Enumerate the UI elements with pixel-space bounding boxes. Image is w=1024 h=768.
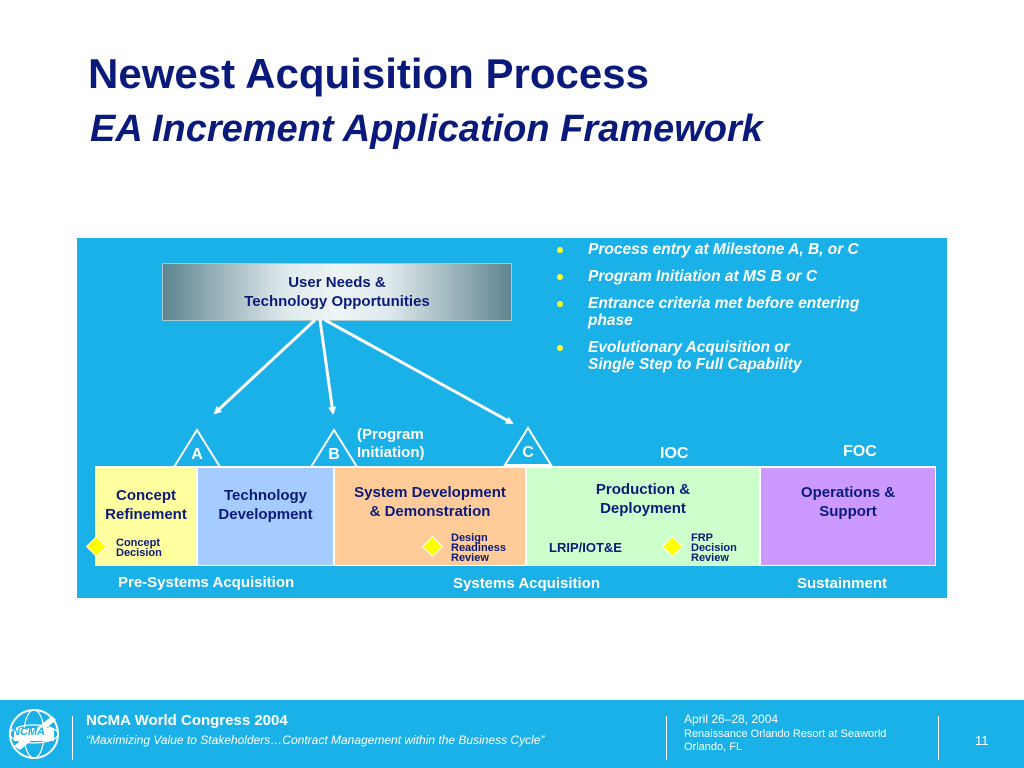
bullet-dot-icon — [557, 274, 563, 280]
user-needs-box: User Needs & Technology Opportunities — [162, 263, 512, 321]
bullet-item: Process entry at Milestone A, B, or C — [555, 241, 940, 258]
concept-decision-label: Concept Decision — [116, 537, 162, 559]
footer-divider — [666, 716, 667, 760]
bullet-dot-icon — [557, 301, 563, 307]
user-needs-line1: User Needs & — [288, 274, 386, 291]
program-initiation-label: (Program Initiation) — [357, 426, 425, 461]
frp-decision-review-label: FRP Decision Review — [691, 532, 737, 564]
footer-divider — [72, 716, 73, 760]
milestone-c-label: C — [522, 444, 534, 461]
bullet-dot-icon — [557, 345, 563, 351]
conference-name: NCMA World Congress 2004 — [86, 712, 288, 729]
ncma-logo-icon — [9, 709, 59, 759]
milestone-a-label: A — [191, 446, 203, 463]
bullet-item: Program Initiation at MS B or C — [555, 268, 940, 285]
footer-bar — [0, 700, 1024, 768]
sustainment-label: Sustainment — [797, 575, 888, 592]
phase-operations-support: Operations &Support — [761, 468, 935, 565]
user-needs-line2: Technology Opportunities — [244, 293, 430, 310]
conference-date: April 26–28, 2004 — [684, 712, 779, 726]
conference-location: Renaissance Orlando Resort at Seaworld O… — [684, 728, 887, 753]
milestone-b-label: B — [328, 446, 340, 463]
arrow-to-c — [324, 318, 514, 425]
page-subtitle: EA Increment Application Framework — [90, 108, 763, 150]
page-title: Newest Acquisition Process — [88, 50, 649, 97]
bullet-item: Evolutionary Acquisition or Single Step … — [555, 339, 940, 373]
page-number: 11 — [975, 733, 989, 748]
lrip-label: LRIP/IOT&E — [549, 540, 622, 555]
bullet-dot-icon — [557, 247, 563, 253]
ioc-label: IOC — [660, 445, 689, 462]
milestone-c-triangle — [503, 426, 553, 466]
design-readiness-review-label: Design Readiness Review — [451, 532, 507, 564]
conference-tagline: “Maximizing Value to Stakeholders…Contra… — [86, 733, 545, 747]
bullet-item: Entrance criteria met before entering ph… — [555, 295, 940, 329]
ncma-logo-text: NCMA — [12, 726, 45, 738]
phase-production-deployment: Production &Deployment — [527, 468, 759, 565]
arrow-to-b — [318, 319, 337, 415]
systems-acquisition-label: Systems Acquisition — [453, 575, 600, 592]
bullet-list: Process entry at Milestone A, B, or C Pr… — [555, 241, 940, 383]
pre-systems-acquisition-label: Pre-Systems Acquisition — [118, 574, 295, 591]
footer-divider — [938, 716, 939, 760]
arrow-to-a — [213, 318, 317, 415]
foc-label: FOC — [843, 443, 877, 460]
